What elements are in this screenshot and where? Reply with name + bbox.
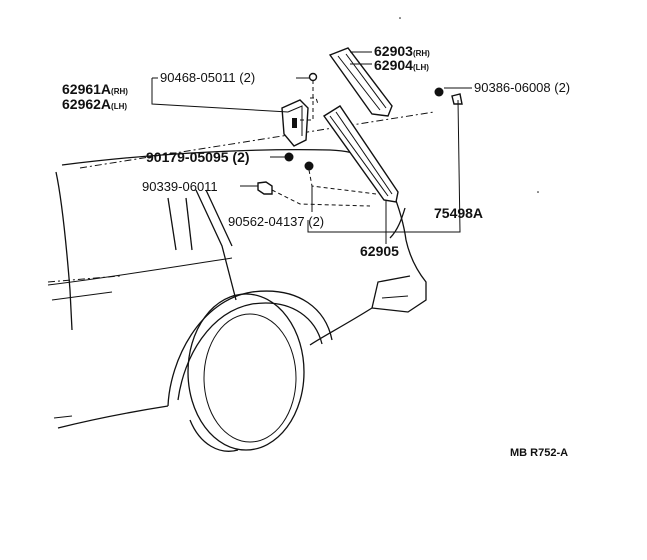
- screw-90468-icon: [308, 72, 318, 82]
- label-62961A: 62961A(RH): [62, 81, 128, 97]
- label-90468-05011: 90468-05011 (2): [160, 70, 255, 85]
- bracket-part: [281, 99, 309, 147]
- leader-lines: [151, 51, 472, 244]
- label-90179-05095: 90179-05095 (2): [146, 149, 250, 165]
- label-75498A: 75498A: [434, 205, 483, 221]
- upper-garnish-part: [328, 47, 393, 117]
- diagram-code: MB R752-A: [510, 447, 568, 459]
- label-62904: 62904(LH): [374, 57, 429, 73]
- label-90386-06008: 90386-06008 (2): [474, 80, 570, 95]
- label-90339-06011: 90339-06011: [142, 179, 218, 194]
- speck: [537, 191, 539, 193]
- label-62905: 62905: [360, 243, 399, 259]
- pillar-moulding-part: [322, 105, 399, 203]
- label-90562-04137: 90562-04137 (2): [228, 214, 324, 229]
- clip-90562-icon: [304, 161, 314, 171]
- nut-90179-icon: [284, 152, 294, 162]
- clip-90386-icon: [434, 87, 444, 97]
- label-62903: 62903(RH): [374, 43, 430, 59]
- clip-75498A-icon: [451, 93, 463, 105]
- clip-90339-icon: [257, 181, 273, 195]
- speck: [399, 17, 401, 19]
- label-62962A: 62962A(LH): [62, 96, 127, 112]
- vehicle-body: [47, 111, 435, 452]
